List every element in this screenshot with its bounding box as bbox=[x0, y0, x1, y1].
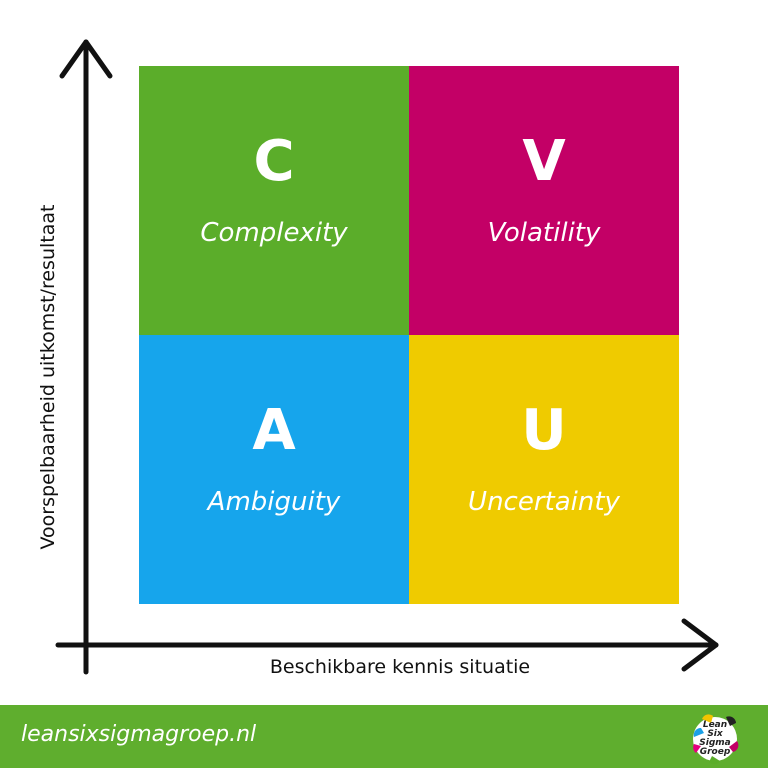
x-axis-label: Beschikbare kennis situatie bbox=[269, 656, 531, 678]
logo-line: Six bbox=[707, 729, 723, 739]
quadrant-letter: V bbox=[522, 129, 566, 194]
quadrant-complexity: C Complexity bbox=[139, 66, 409, 335]
logo: Lean Six Sigma Groep bbox=[682, 709, 748, 767]
quadrant-word: Complexity bbox=[200, 218, 348, 248]
axes bbox=[55, 39, 719, 675]
quadrant-uncertainty: U Uncertainty bbox=[409, 335, 679, 604]
quadrant-letter: C bbox=[253, 129, 295, 194]
logo-line: Groep bbox=[699, 747, 731, 757]
logo-line: Sigma bbox=[699, 738, 731, 748]
quadrant-word: Volatility bbox=[487, 218, 601, 248]
puzzle-flower-icon bbox=[693, 714, 739, 765]
quadrant-volatility: V Volatility bbox=[409, 66, 679, 335]
quadrant-letter: U bbox=[521, 398, 567, 463]
quadrant-letter: A bbox=[252, 398, 296, 463]
y-axis-label: Voorspelbaarheid uitkomst/resultaat bbox=[37, 204, 59, 550]
y-axis-arrowhead bbox=[59, 39, 113, 79]
footer-bar: leansixsigmagroep.nl Lean Six Sigma Groe… bbox=[0, 705, 768, 768]
quadrant-word: Ambiguity bbox=[207, 487, 341, 517]
quadrant-ambiguity: A Ambiguity bbox=[139, 335, 409, 604]
website-url[interactable]: leansixsigmagroep.nl bbox=[21, 722, 257, 747]
logo-line: Lean bbox=[702, 720, 728, 730]
x-axis-arrowhead bbox=[681, 618, 719, 672]
quadrant-word: Uncertainty bbox=[468, 487, 620, 517]
